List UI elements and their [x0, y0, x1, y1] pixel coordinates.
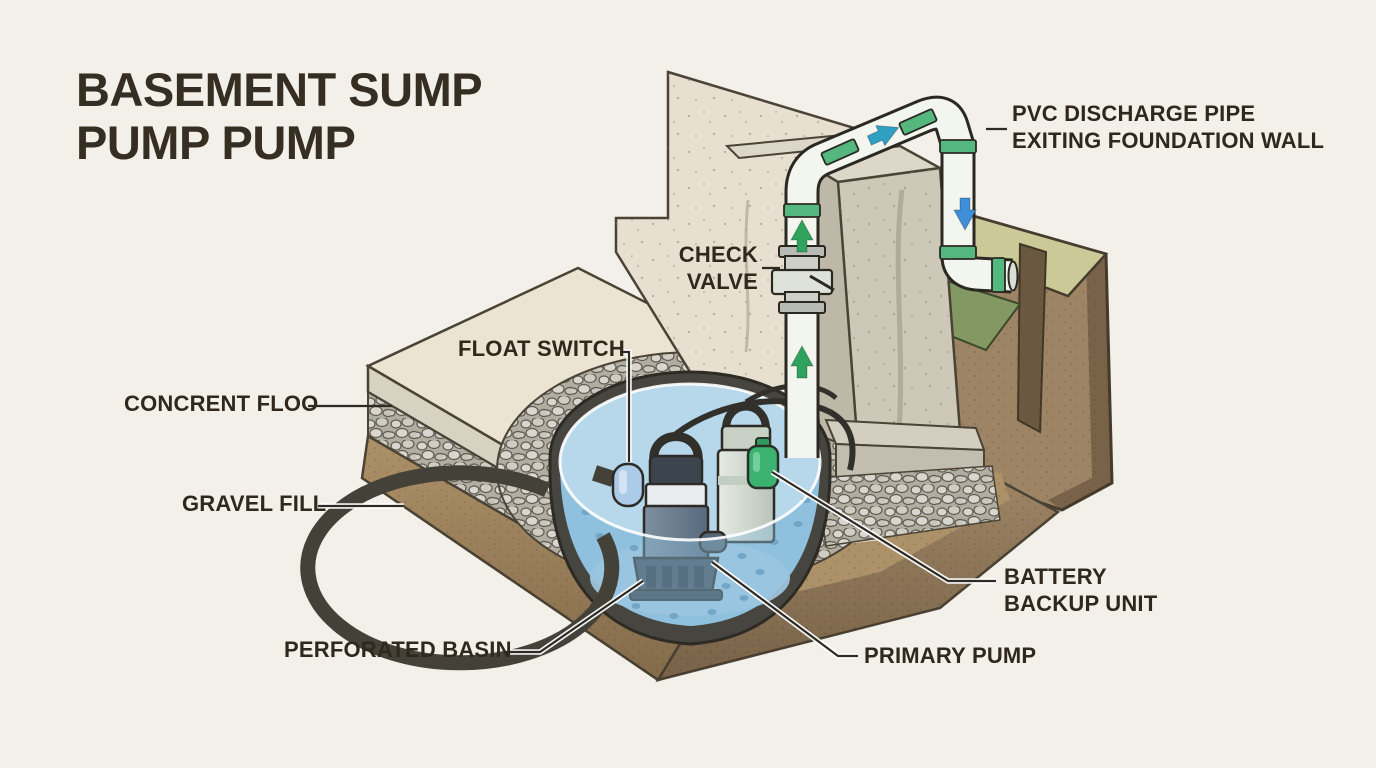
label-float-switch: FLOAT SWITCH [458, 336, 625, 361]
coupling-icon [898, 108, 938, 136]
coupling-icon [991, 257, 1006, 293]
flow-arrow-over-wall-icon [866, 125, 900, 147]
pipe-couplings [783, 108, 1006, 293]
primary-pump-foot [629, 589, 723, 601]
label-concrete-floor: CONCRENT FLOO [124, 391, 319, 416]
label-battery-backup-unit: BATTERY BACKUP UNIT [1004, 564, 1158, 616]
waterline-ring [558, 382, 822, 542]
label-check-valve: CHECK VALVE [678, 242, 758, 294]
battery-unit-highlight [753, 452, 760, 472]
float-switch-body [611, 462, 645, 508]
basin-rim-end-tab [592, 465, 616, 487]
battery-backup-unit [746, 437, 780, 490]
soil-face-right-shade [658, 482, 1058, 680]
coupling-icon [820, 138, 860, 166]
leader-battery-backup [771, 471, 996, 583]
leader-primary-pump [711, 561, 858, 658]
primary-pump-cap [648, 454, 704, 488]
column-crack [895, 189, 905, 447]
leader-float-switch [620, 350, 631, 462]
check-valve-flange-bottom [778, 301, 826, 314]
coupling-icon [939, 139, 977, 154]
wall-footing [815, 418, 1001, 547]
page-title: BASEMENT SUMP PUMP PUMP [76, 63, 483, 169]
soil-face-left-shade [362, 436, 692, 680]
battery-unit-body [746, 444, 780, 490]
leader-perforated-basin [505, 580, 644, 654]
backup-pump [716, 402, 780, 544]
check-valve [770, 245, 835, 314]
water-overlay [560, 462, 820, 626]
pipe-end-cap [1007, 260, 1019, 292]
flow-arrow-down-icon [953, 197, 977, 232]
label-primary-pump: PRIMARY PUMP [864, 643, 1037, 668]
coupling-icon [939, 245, 977, 260]
label-gravel-fill: GRAVEL FILL [182, 491, 327, 516]
discharge-pipe [783, 95, 1019, 458]
flow-arrows [790, 125, 977, 379]
check-valve-lever [809, 274, 835, 292]
primary-pump-base-ribs [646, 566, 704, 588]
label-pvc-discharge-pipe: PVC DISCHARGE PIPE EXITING FOUNDATION WA… [1012, 101, 1325, 153]
primary-pump-neck [644, 482, 708, 510]
label-perforated-basin: PERFORATED BASIN [284, 637, 512, 662]
float-switch [611, 462, 645, 508]
primary-pump-handle [649, 432, 703, 463]
pipe-body [787, 98, 1013, 458]
flow-arrow-up-icon [790, 344, 814, 379]
leader-lines [308, 127, 1007, 659]
backup-pump-band [718, 476, 774, 485]
wall-crack [744, 199, 750, 353]
soil-trench [1016, 242, 1048, 434]
float-switch-highlight [619, 470, 627, 494]
primary-pump [629, 432, 728, 601]
coupling-icon [783, 203, 821, 218]
flow-arrow-up-icon [790, 218, 814, 253]
exterior-soil-shade [1048, 254, 1112, 510]
